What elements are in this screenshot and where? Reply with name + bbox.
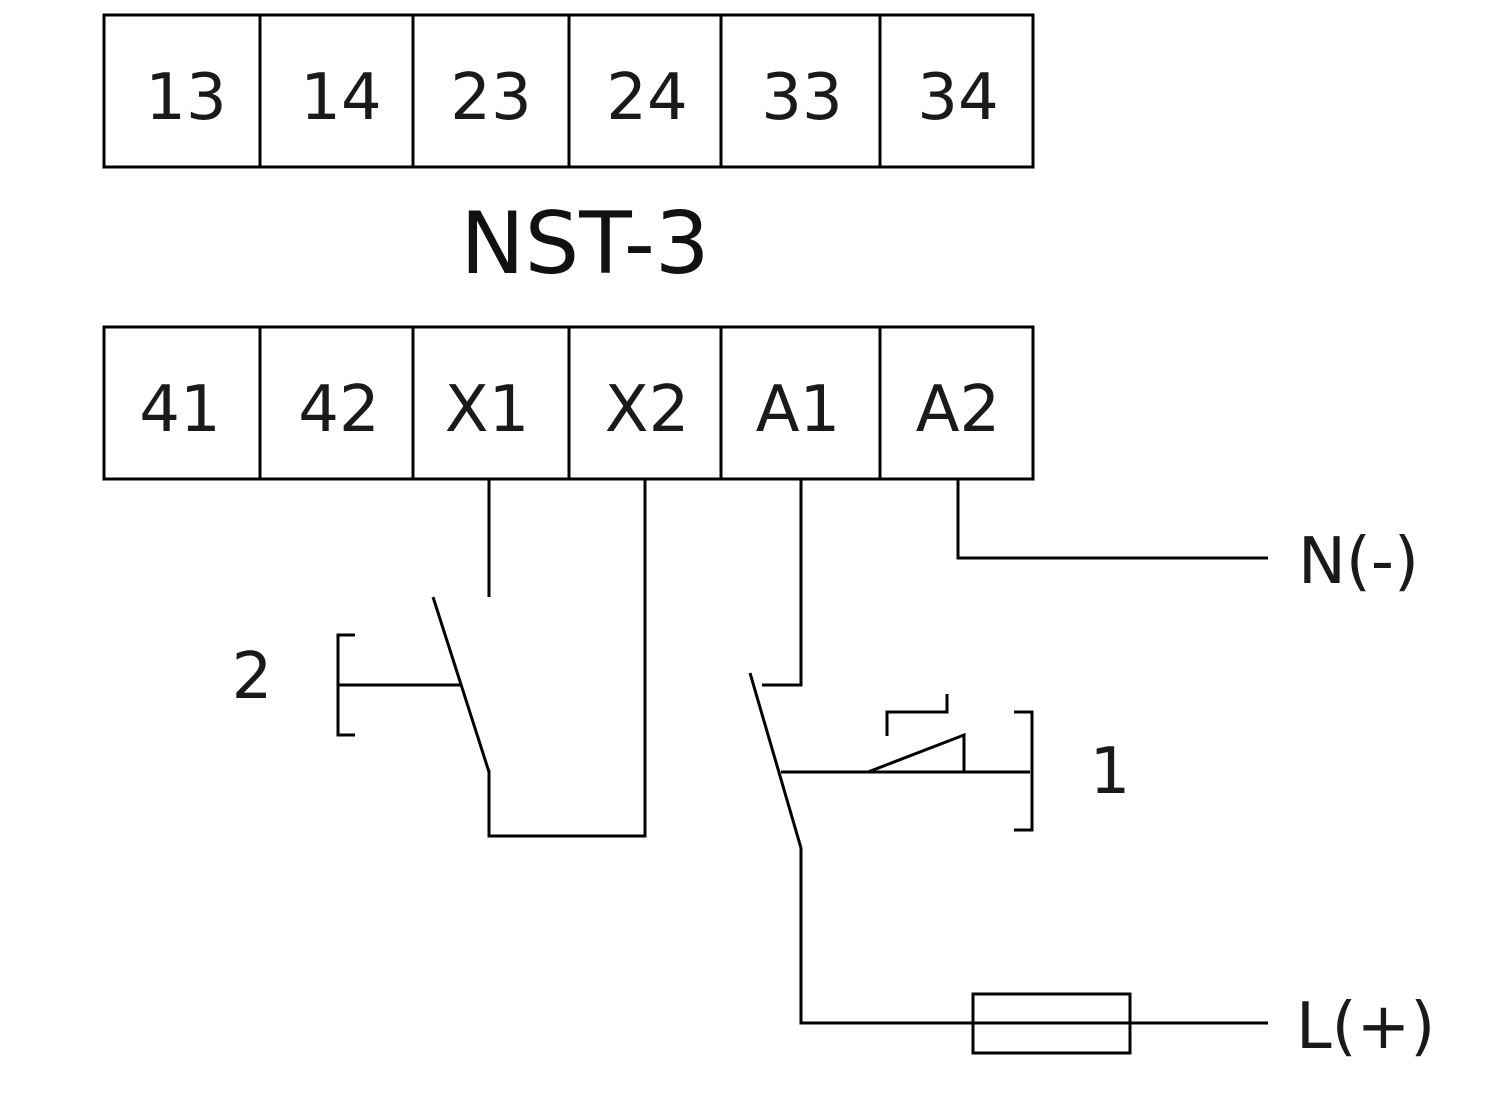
switch-1-bracket-icon xyxy=(1014,710,1034,832)
terminal-34-label: 34 xyxy=(917,61,998,135)
terminal-33-label: 33 xyxy=(761,61,842,135)
terminal-14-cell xyxy=(258,13,415,169)
terminal-34-cell xyxy=(878,13,1035,169)
terminal-13-label: 13 xyxy=(145,61,226,135)
terminal-x2-cell xyxy=(567,325,723,481)
line-label: L(+) xyxy=(1296,990,1435,1064)
terminal-33-cell xyxy=(719,13,882,169)
device-name: NST-3 xyxy=(460,194,709,294)
terminal-23-label: 23 xyxy=(450,61,531,135)
switch-1-circuit: 1 xyxy=(748,480,1131,849)
terminal-x1-cell xyxy=(411,325,571,481)
switch-2-label: 2 xyxy=(232,640,273,714)
top-terminal-strip: 13 14 23 24 33 34 xyxy=(102,13,1035,169)
neutral-label: N(-) xyxy=(1298,525,1419,599)
x2-return-wire xyxy=(487,480,647,838)
terminal-42-label: 42 xyxy=(298,373,379,447)
terminal-42-cell xyxy=(258,325,415,481)
terminal-24-label: 24 xyxy=(606,61,687,135)
switch-2-bracket-icon xyxy=(336,633,355,737)
neutral-wire xyxy=(956,480,1268,560)
terminal-a2-label: A2 xyxy=(916,373,1001,447)
pushbutton-spring-icon xyxy=(867,732,966,774)
terminal-x2-label: X2 xyxy=(605,373,690,447)
line-wire-to-fuse xyxy=(799,848,973,1025)
terminal-a1-label: A1 xyxy=(756,373,841,447)
switch-1-contact-icon xyxy=(748,672,803,849)
pushbutton-head-icon xyxy=(885,694,949,736)
bottom-terminal-strip: 41 42 X1 X2 A1 A2 xyxy=(102,325,1035,481)
terminal-41-cell xyxy=(102,325,262,481)
terminal-14-label: 14 xyxy=(300,61,381,135)
a1-wire xyxy=(762,480,803,687)
terminal-a2-cell xyxy=(878,325,1035,481)
switch-1-label: 1 xyxy=(1090,735,1131,809)
terminal-23-cell xyxy=(411,13,571,169)
switch-2-contact-icon xyxy=(431,596,491,773)
terminal-13-cell xyxy=(102,13,262,169)
terminal-x1-label: X1 xyxy=(445,373,530,447)
switch-2-circuit: 2 xyxy=(232,480,647,838)
supply-lines: N(-) L(+) xyxy=(799,480,1435,1064)
terminal-41-label: 41 xyxy=(139,373,220,447)
